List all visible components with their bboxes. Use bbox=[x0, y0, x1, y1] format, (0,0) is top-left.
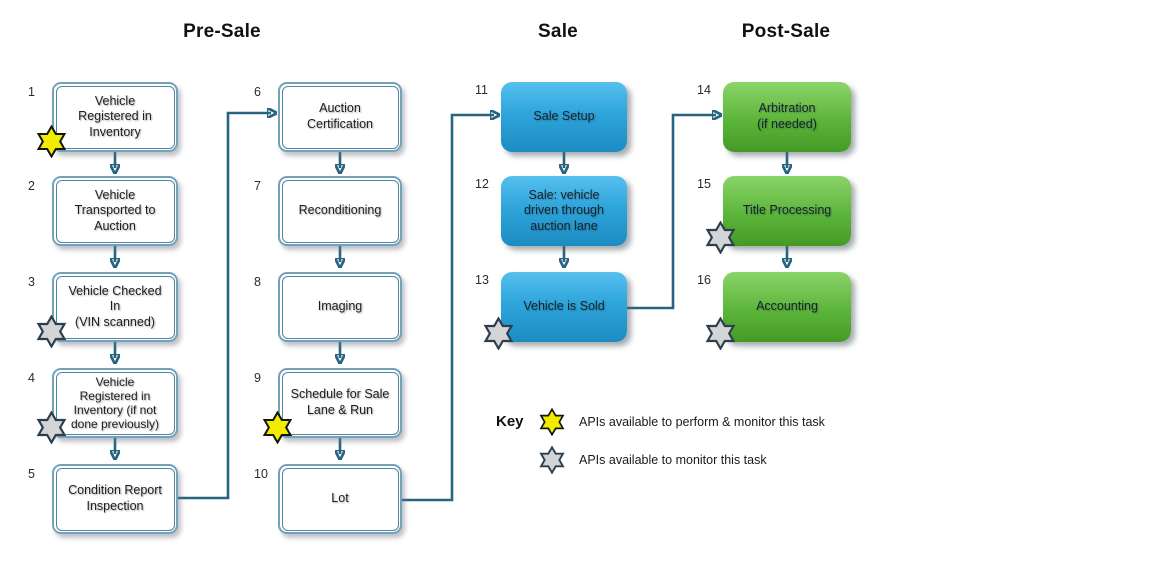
node-vehicle-sold: 13 Vehicle is Sold bbox=[475, 272, 627, 350]
section-title-sale: Sale bbox=[538, 21, 578, 42]
gray-star-icon bbox=[705, 221, 736, 254]
node-number: 2 bbox=[28, 179, 35, 193]
node-schedule-sale-lane: 9 Schedule for Sale Lane & Run bbox=[254, 368, 402, 444]
node-number: 16 bbox=[697, 273, 711, 287]
connector-elbow-5-to-6 bbox=[178, 113, 271, 500]
node-number: 3 bbox=[28, 275, 35, 289]
node-number: 1 bbox=[28, 85, 35, 99]
node-condition-report-inspection: 5 Condition Report Inspection bbox=[28, 464, 178, 534]
node-label: Vehicle Transported to Auction bbox=[74, 187, 156, 233]
node-number: 9 bbox=[254, 371, 261, 385]
section-title-post-sale: Post-Sale bbox=[741, 21, 831, 42]
yellow-star-icon bbox=[262, 411, 293, 444]
node-number: 6 bbox=[254, 85, 261, 99]
legend-item-label: APIs available to perform & monitor this… bbox=[579, 415, 825, 429]
node-number: 7 bbox=[254, 179, 261, 193]
gray-star-icon bbox=[483, 317, 514, 350]
node-vehicle-registered-if-not-done: 4 Vehicle Registered in Inventory (if no… bbox=[28, 368, 178, 444]
node-label: Lot bbox=[331, 491, 349, 506]
gray-star-icon bbox=[705, 317, 736, 350]
node-label: Vehicle is Sold bbox=[523, 299, 605, 314]
node-label: Reconditioning bbox=[298, 203, 382, 218]
node-number: 10 bbox=[254, 467, 268, 481]
node-label: Schedule for Sale Lane & Run bbox=[290, 387, 390, 417]
node-number: 8 bbox=[254, 275, 261, 289]
legend-title: Key bbox=[496, 413, 524, 430]
node-label: Vehicle Registered in Inventory (if not … bbox=[70, 374, 160, 432]
node-number: 15 bbox=[697, 177, 711, 191]
node-number: 11 bbox=[475, 83, 488, 97]
node-label: Auction Certification bbox=[307, 101, 373, 131]
yellow-star-icon bbox=[36, 125, 67, 158]
legend-item-label: APIs available to monitor this task bbox=[579, 453, 767, 467]
node-label: Vehicle Checked In (VIN scanned) bbox=[68, 283, 162, 329]
yellow-star-icon bbox=[539, 408, 565, 436]
node-number: 5 bbox=[28, 467, 35, 481]
node-number: 14 bbox=[697, 83, 711, 97]
node-sale-vehicle-driven: 12 Sale: vehicle driven through auction … bbox=[475, 176, 627, 246]
connector-elbow-10-to-11 bbox=[402, 115, 494, 502]
node-vehicle-checked-in: 3 Vehicle Checked In (VIN scanned) bbox=[28, 272, 178, 348]
node-vehicle-transported: 2 Vehicle Transported to Auction bbox=[28, 176, 178, 246]
node-number: 4 bbox=[28, 371, 35, 385]
node-number: 12 bbox=[475, 177, 489, 191]
connector-elbow-13-to-14 bbox=[625, 115, 716, 310]
node-imaging: 8 Imaging bbox=[254, 272, 402, 342]
node-label: Sale: vehicle driven through auction lan… bbox=[524, 187, 604, 233]
legend-item-monitor: APIs available to monitor this task bbox=[538, 441, 825, 479]
node-label: Sale Setup bbox=[533, 109, 595, 124]
gray-star-icon bbox=[539, 446, 565, 474]
node-title-processing: 15 Title Processing bbox=[697, 176, 851, 254]
node-label: Vehicle Registered in Inventory bbox=[78, 93, 152, 139]
node-accounting: 16 Accounting bbox=[697, 272, 851, 350]
legend-item-perform-monitor: APIs available to perform & monitor this… bbox=[538, 403, 825, 441]
node-vehicle-registered-inventory: 1 Vehicle Registered in Inventory bbox=[28, 82, 178, 158]
gray-star-icon bbox=[36, 315, 67, 348]
node-label: Accounting bbox=[756, 299, 818, 314]
node-reconditioning: 7 Reconditioning bbox=[254, 176, 402, 246]
node-sale-setup: 11 Sale Setup bbox=[475, 82, 627, 152]
node-lot: 10 Lot bbox=[254, 464, 402, 534]
node-label: Arbitration (if needed) bbox=[757, 101, 817, 131]
node-auction-certification: 6 Auction Certification bbox=[254, 82, 402, 152]
node-label: Imaging bbox=[317, 299, 363, 314]
node-arbitration: 14 Arbitration (if needed) bbox=[697, 82, 851, 152]
section-title-pre-sale: Pre-Sale bbox=[183, 21, 261, 42]
gray-star-icon bbox=[36, 411, 67, 444]
node-number: 13 bbox=[475, 273, 489, 287]
node-label: Condition Report Inspection bbox=[68, 483, 162, 513]
legend: Key APIs available to perform & monitor … bbox=[494, 403, 825, 479]
node-label: Title Processing bbox=[742, 203, 832, 218]
